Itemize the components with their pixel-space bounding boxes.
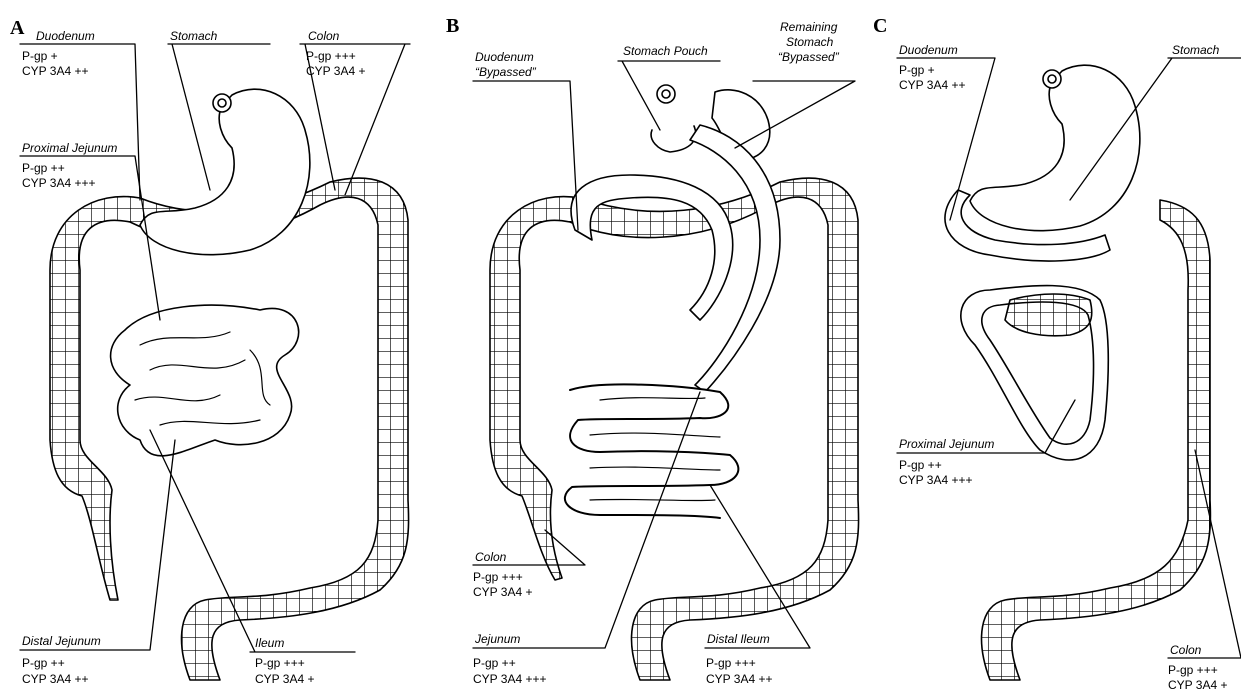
- label-cyp: CYP 3A4 +++: [899, 473, 973, 487]
- label-cyp: CYP 3A4 +: [306, 64, 365, 78]
- label-title: Distal Jejunum: [22, 634, 101, 648]
- label-title: Stomach: [1172, 43, 1219, 57]
- label-title: Duodenum: [475, 50, 534, 64]
- label-title-2: Stomach: [786, 35, 833, 49]
- label-cyp: CYP 3A4 ++: [706, 672, 773, 686]
- panel-a-anatomy: [50, 89, 409, 680]
- label-title: Colon: [1170, 643, 1201, 657]
- label-cyp: CYP 3A4 +: [473, 585, 532, 599]
- panel-b-bypassed-duodenum: [571, 175, 733, 320]
- label-pgp: P-gp +++: [306, 49, 356, 63]
- label-title: Remaining: [780, 20, 837, 34]
- label-pgp: P-gp +++: [706, 656, 756, 670]
- label-pgp: P-gp +++: [473, 570, 523, 584]
- label-title: Distal Ileum: [707, 632, 770, 646]
- label-pgp: P-gp ++: [899, 458, 942, 472]
- panel-b-letter: B: [446, 16, 459, 36]
- panel-b-stomach-pouch: [651, 126, 696, 152]
- label-cyp: CYP 3A4 +++: [22, 176, 96, 190]
- label-title: Jejunum: [475, 632, 520, 646]
- label-title: Colon: [308, 29, 339, 43]
- panel-c-letter: C: [873, 16, 887, 36]
- label-pgp: P-gp ++: [473, 656, 516, 670]
- panel-a-small-intestine: [111, 305, 299, 456]
- panel-b-small-intestine: [565, 384, 739, 518]
- label-cyp: CYP 3A4 +: [1168, 678, 1227, 692]
- label-title: Stomach: [170, 29, 217, 43]
- label-cyp: CYP 3A4 ++: [899, 78, 966, 92]
- label-pgp: P-gp +++: [255, 656, 305, 670]
- label-title: Ileum: [255, 636, 284, 650]
- label-cyp: CYP 3A4 +++: [473, 672, 547, 686]
- panel-a-stomach: [140, 89, 310, 254]
- panel-c-stomach: [970, 65, 1140, 230]
- label-title: Stomach Pouch: [623, 44, 708, 58]
- panel-a-letter: A: [10, 18, 24, 38]
- panel-c-anatomy: [945, 65, 1210, 680]
- label-title: Colon: [475, 550, 506, 564]
- label-title: Proximal Jejunum: [22, 141, 117, 155]
- label-title-2: “Bypassed”: [475, 65, 536, 79]
- label-title-3: “Bypassed”: [778, 50, 839, 64]
- label-pgp: P-gp +: [22, 49, 58, 63]
- label-pgp: P-gp ++: [22, 656, 65, 670]
- label-pgp: P-gp ++: [22, 161, 65, 175]
- panel-b-jejunum-limb: [690, 125, 780, 392]
- label-cyp: CYP 3A4 ++: [22, 64, 89, 78]
- label-title: Duodenum: [899, 43, 958, 57]
- label-cyp: CYP 3A4 +: [255, 672, 314, 686]
- panel-b-anatomy: [490, 85, 859, 680]
- label-title: Duodenum: [36, 29, 95, 43]
- label-title: Proximal Jejunum: [899, 437, 994, 451]
- panel-b-colon: [490, 178, 859, 680]
- label-cyp: CYP 3A4 ++: [22, 672, 89, 686]
- label-pgp: P-gp +: [899, 63, 935, 77]
- label-pgp: P-gp +++: [1168, 663, 1218, 677]
